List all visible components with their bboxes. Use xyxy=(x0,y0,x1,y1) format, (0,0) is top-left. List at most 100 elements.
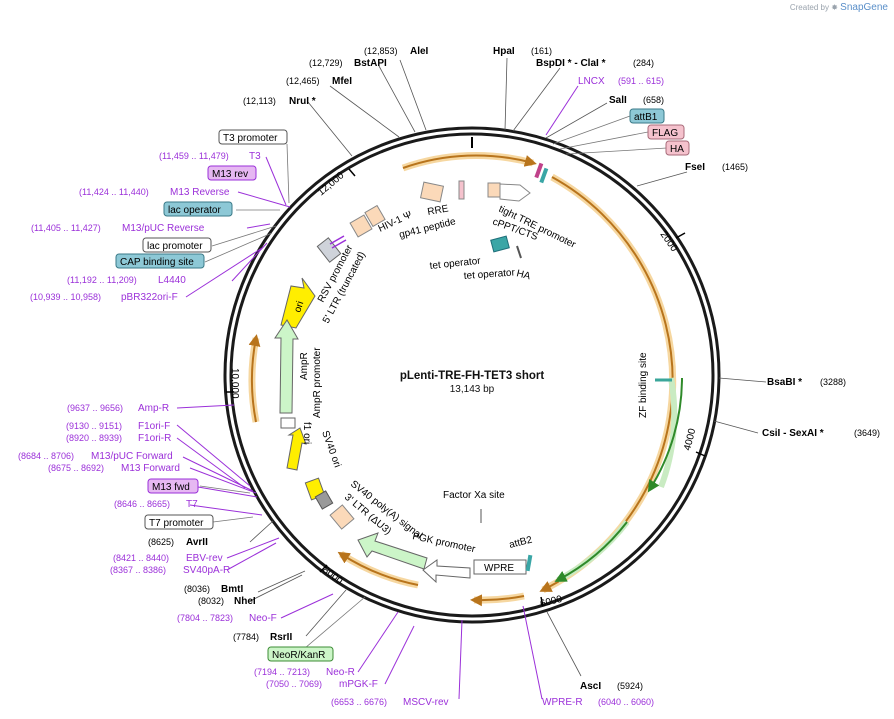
primer-m13-forward[interactable]: (8675 .. 8692) M13 Forward xyxy=(48,463,180,474)
attb2-marker xyxy=(525,554,533,572)
primer-t3[interactable]: (11,459 .. 11,479) T3 xyxy=(159,151,261,162)
primer-name: LNCX xyxy=(578,76,605,87)
primer-f1ori-f[interactable]: (9130 .. 9151) F1ori-F xyxy=(66,421,170,432)
enzyme-asci[interactable]: AscI (5924) xyxy=(580,681,643,692)
feature-arc-zf-inner xyxy=(556,520,630,583)
tick-label-2000: 2000 xyxy=(658,229,680,254)
tick-label-12000: 12,000 xyxy=(316,170,347,198)
primer-ebv-rev[interactable]: (8421 .. 8440) EBV-rev xyxy=(113,553,223,564)
primer-range: (6040 .. 6060) xyxy=(598,697,654,707)
primer-wpre-r[interactable]: WPRE-R (6040 .. 6060) xyxy=(542,697,654,708)
enzyme-leaders xyxy=(249,57,767,677)
primer-f1ori-r[interactable]: (8920 .. 8939) F1ori-R xyxy=(66,433,171,444)
enzyme-name: CsiI - SexAI * xyxy=(762,428,824,439)
primer-sv40pa-r[interactable]: (8367 .. 8386) SV40pA-R xyxy=(110,565,230,576)
wpre-box xyxy=(473,559,527,575)
label-ampr: AmpR xyxy=(299,352,310,380)
tet-operator-box xyxy=(490,235,510,253)
enzyme-pos: (658) xyxy=(643,95,664,105)
primer-t7[interactable]: (8646 .. 8665) T7 xyxy=(114,499,198,510)
primer-amp-r[interactable]: (9637 .. 9656) Amp-R xyxy=(67,403,169,414)
primer-mpgk-f[interactable]: (7050 .. 7069) mPGK-F xyxy=(266,679,378,690)
enzyme-nhei[interactable]: (8032) NheI xyxy=(198,596,256,607)
primer-name: F1ori-F xyxy=(138,421,170,432)
primer-cluster-upper-left xyxy=(316,235,347,263)
snapgene-logo-icon: ✸ xyxy=(831,3,838,12)
enzyme-pos: (8032) xyxy=(198,596,224,606)
box-label: T7 promoter xyxy=(149,518,204,529)
box-cap-binding-site[interactable]: CAP binding site xyxy=(115,253,205,269)
feature-arc-zf-outer xyxy=(658,377,678,489)
primer-name: M13 Forward xyxy=(121,463,180,474)
box-label: attB1 xyxy=(634,112,658,123)
enzyme-pos: (161) xyxy=(531,46,552,56)
enzyme-pos: (3649) xyxy=(854,428,880,438)
primer-range: (11,459 .. 11,479) xyxy=(159,151,229,161)
primer-range: (7050 .. 7069) xyxy=(266,679,322,689)
primer-name: mPGK-F xyxy=(339,679,378,690)
box-attb1[interactable]: attB1 xyxy=(629,108,665,124)
primer-neo-r[interactable]: (7194 .. 7213) Neo-R xyxy=(254,667,355,678)
enzyme-rsrii[interactable]: (7784) RsrII xyxy=(233,632,292,643)
tick-label-4000: 4000 xyxy=(682,427,698,452)
label-pgk: PGK promoter xyxy=(411,531,476,555)
enzyme-avrii[interactable]: (8625) AvrII xyxy=(148,537,208,548)
enzyme-bmti[interactable]: (8036) BmtI xyxy=(184,584,243,595)
label-tet-operator-2: tet operator xyxy=(463,267,515,282)
backbone-outer xyxy=(223,126,721,624)
enzyme-sali[interactable]: SalI (658) xyxy=(609,95,664,106)
primer-pbr322ori-f[interactable]: (10,939 .. 10,958) pBR322ori-F xyxy=(30,292,178,303)
enzyme-name: MfeI xyxy=(332,76,352,87)
enzyme-name: BmtI xyxy=(221,584,243,595)
box-m13-rev[interactable]: M13 rev xyxy=(207,165,257,181)
tight-tre-arrow xyxy=(499,183,531,202)
primer-range: (11,405 .. 11,427) xyxy=(31,223,101,233)
primer-name: F1ori-R xyxy=(138,433,171,444)
primer-range: (9637 .. 9656) xyxy=(67,403,123,413)
ltr5-box xyxy=(349,214,373,238)
box-lac-promoter[interactable]: lac promoter xyxy=(142,237,212,253)
enzyme-hpai[interactable]: HpaI (161) xyxy=(493,46,552,57)
box-label: T3 promoter xyxy=(223,133,278,144)
enzyme-bsabi[interactable]: BsaBI * (3288) xyxy=(767,377,846,388)
box-flag[interactable]: FLAG xyxy=(647,124,685,140)
box-m13-fwd[interactable]: M13 fwd xyxy=(147,478,199,494)
primer-name: SV40pA-R xyxy=(183,565,230,576)
enzyme-pos: (12,853) xyxy=(364,46,398,56)
primer-name: MSCV-rev xyxy=(403,697,449,708)
ampr-promoter-box xyxy=(280,417,296,429)
enzyme-bstapi[interactable]: (12,729) BstAPI xyxy=(309,58,387,69)
enzyme-pos: (5924) xyxy=(617,681,643,691)
backbone-inner xyxy=(229,132,715,618)
box-t3-promoter[interactable]: T3 promoter xyxy=(218,129,288,145)
enzyme-name: BsaBI * xyxy=(767,377,802,388)
coordinate-ticks xyxy=(226,168,706,607)
primer-m13-puc-forward[interactable]: (8684 .. 8706) M13/pUC Forward xyxy=(18,451,173,462)
primer-name: T3 xyxy=(249,151,261,162)
enzyme-name: RsrII xyxy=(270,632,292,643)
primer-mscv-rev[interactable]: (6653 .. 6676) MSCV-rev xyxy=(331,697,449,708)
box-lac-operator[interactable]: lac operator xyxy=(163,201,233,217)
hiv-psi-box xyxy=(419,181,445,203)
ha-inner-marker xyxy=(516,245,522,259)
primer-neo-f[interactable]: (7804 .. 7823) Neo-F xyxy=(177,613,277,624)
primer-m13-reverse[interactable]: (11,424 .. 11,440) M13 Reverse xyxy=(79,187,230,198)
enzyme-aleI[interactable]: (12,853) AleI xyxy=(364,46,429,57)
primer-l4440[interactable]: (11,192 .. 11,209) L4440 xyxy=(67,275,186,286)
box-t7-promoter[interactable]: T7 promoter xyxy=(144,514,214,530)
enzyme-mfei[interactable]: (12,465) MfeI xyxy=(286,76,352,87)
enzyme-fsei[interactable]: FseI (1465) xyxy=(685,162,748,173)
enzyme-bspdi-clai[interactable]: BspDI * - ClaI * (284) xyxy=(536,58,654,69)
label-sv40-ori: SV40 ori xyxy=(319,429,342,469)
enzyme-pos: (1465) xyxy=(722,162,748,172)
primer-m13-puc-reverse[interactable]: (11,405 .. 11,427) M13/pUC Reverse xyxy=(31,223,205,234)
primer-lncx[interactable]: LNCX (591 .. 615) xyxy=(578,76,664,87)
enzyme-name: AscI xyxy=(580,681,601,692)
box-neor-kanr[interactable]: NeoR/KanR xyxy=(267,646,334,662)
enzyme-nrui[interactable]: (12,113) NruI * xyxy=(243,96,316,107)
enzyme-csii-sexai[interactable]: CsiI - SexAI * (3649) xyxy=(762,428,880,439)
box-ha[interactable]: HA xyxy=(665,140,690,156)
primer-name: L4440 xyxy=(158,275,186,286)
enzyme-name: FseI xyxy=(685,162,705,173)
